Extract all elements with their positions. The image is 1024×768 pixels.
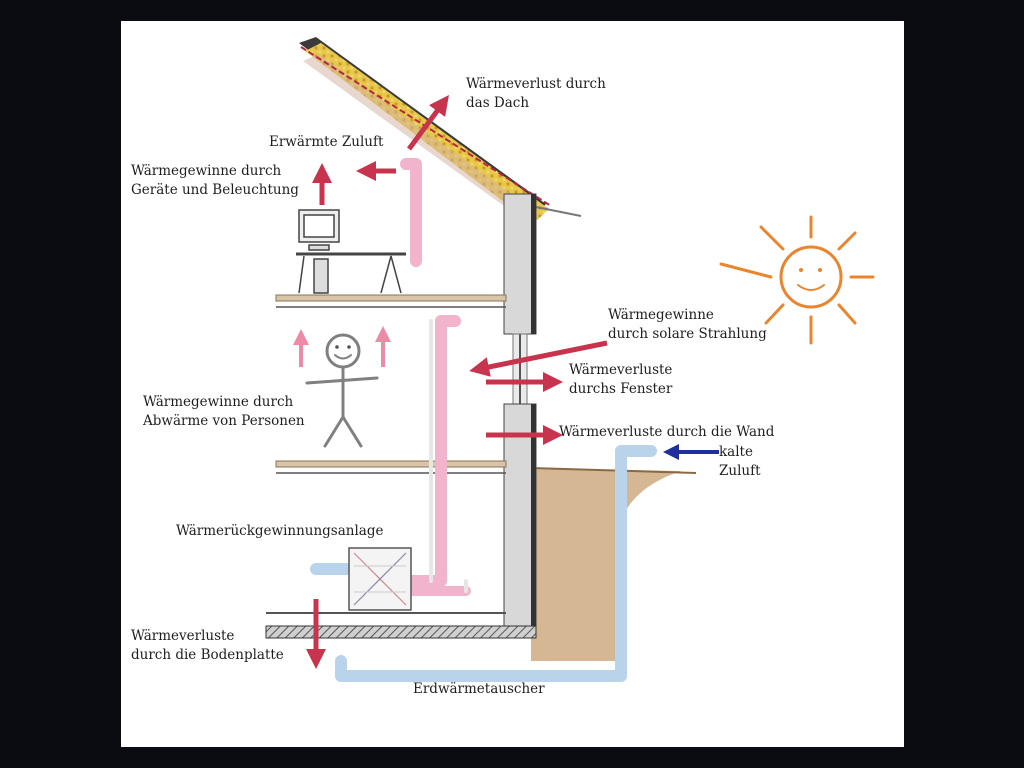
solar-gain-line-1: Wärmegewinne — [608, 307, 714, 323]
heat-recovery-label: Wärmerückgewinnungsanlage — [176, 523, 384, 539]
floor-loss-label: Wärmeverluste durch die Bodenplatte — [131, 627, 284, 665]
soil-surface — [530, 467, 697, 474]
appliance-gain-line-1: Wärmegewinne durch — [131, 163, 282, 179]
cold-supply-line-2: Zuluft — [719, 463, 761, 479]
arrows — [293, 94, 719, 669]
person-gain-label: Wärmegewinne durch Abwärme von Personen — [143, 393, 305, 431]
person-icon — [305, 333, 379, 448]
roof-heat-loss-line-1: Wärmeverlust durch — [466, 76, 606, 92]
solar-gain-arrow — [469, 340, 608, 377]
roof-loss-arrow — [406, 94, 449, 151]
window-loss-line-1: Wärmeverluste — [569, 362, 673, 378]
diagram-canvas: Wärmeverlust durch das Dach Erwärmte Zul… — [121, 21, 904, 747]
person-gain-line-2: Abwärme von Personen — [143, 413, 305, 429]
window-loss-line-2: durchs Fenster — [569, 381, 673, 397]
computer-desk-icon — [296, 209, 406, 294]
ground-exchanger-label: Erdwärmetauscher — [413, 681, 545, 697]
floor-loss-line-1: Wärmeverluste — [131, 628, 235, 644]
floor-loss-line-2: durch die Bodenplatte — [131, 647, 284, 663]
exterior-wall — [503, 193, 537, 637]
wall-loss-label: Wärmeverluste durch die Wand — [559, 424, 775, 440]
base-slab — [265, 612, 537, 639]
roof — [299, 37, 582, 224]
roof-heat-loss-label: Wärmeverlust durch das Dach — [466, 75, 606, 113]
cold-supply-line-1: kalte — [719, 444, 753, 460]
appliance-gain-label: Wärmegewinne durch Geräte und Beleuchtun… — [131, 162, 299, 200]
sun-icon — [719, 215, 875, 345]
roof-heat-loss-line-2: das Dach — [466, 95, 530, 111]
solar-gain-label: Wärmegewinne durch solare Strahlung — [608, 306, 767, 344]
person-gain-line-1: Wärmegewinne durch — [143, 394, 294, 410]
ducts — [310, 158, 657, 682]
soil — [531, 468, 681, 661]
house-energy-diagram — [265, 37, 875, 682]
heat-recovery-unit — [348, 547, 412, 611]
cold-supply-label: kalte Zuluft — [719, 443, 761, 481]
appliance-gain-line-2: Geräte und Beleuchtung — [131, 182, 299, 198]
warm-supply-label: Erwärmte Zuluft — [269, 134, 384, 150]
window-loss-label: Wärmeverluste durchs Fenster — [569, 361, 672, 399]
solar-gain-line-2: durch solare Strahlung — [608, 326, 767, 342]
floors — [275, 294, 507, 474]
